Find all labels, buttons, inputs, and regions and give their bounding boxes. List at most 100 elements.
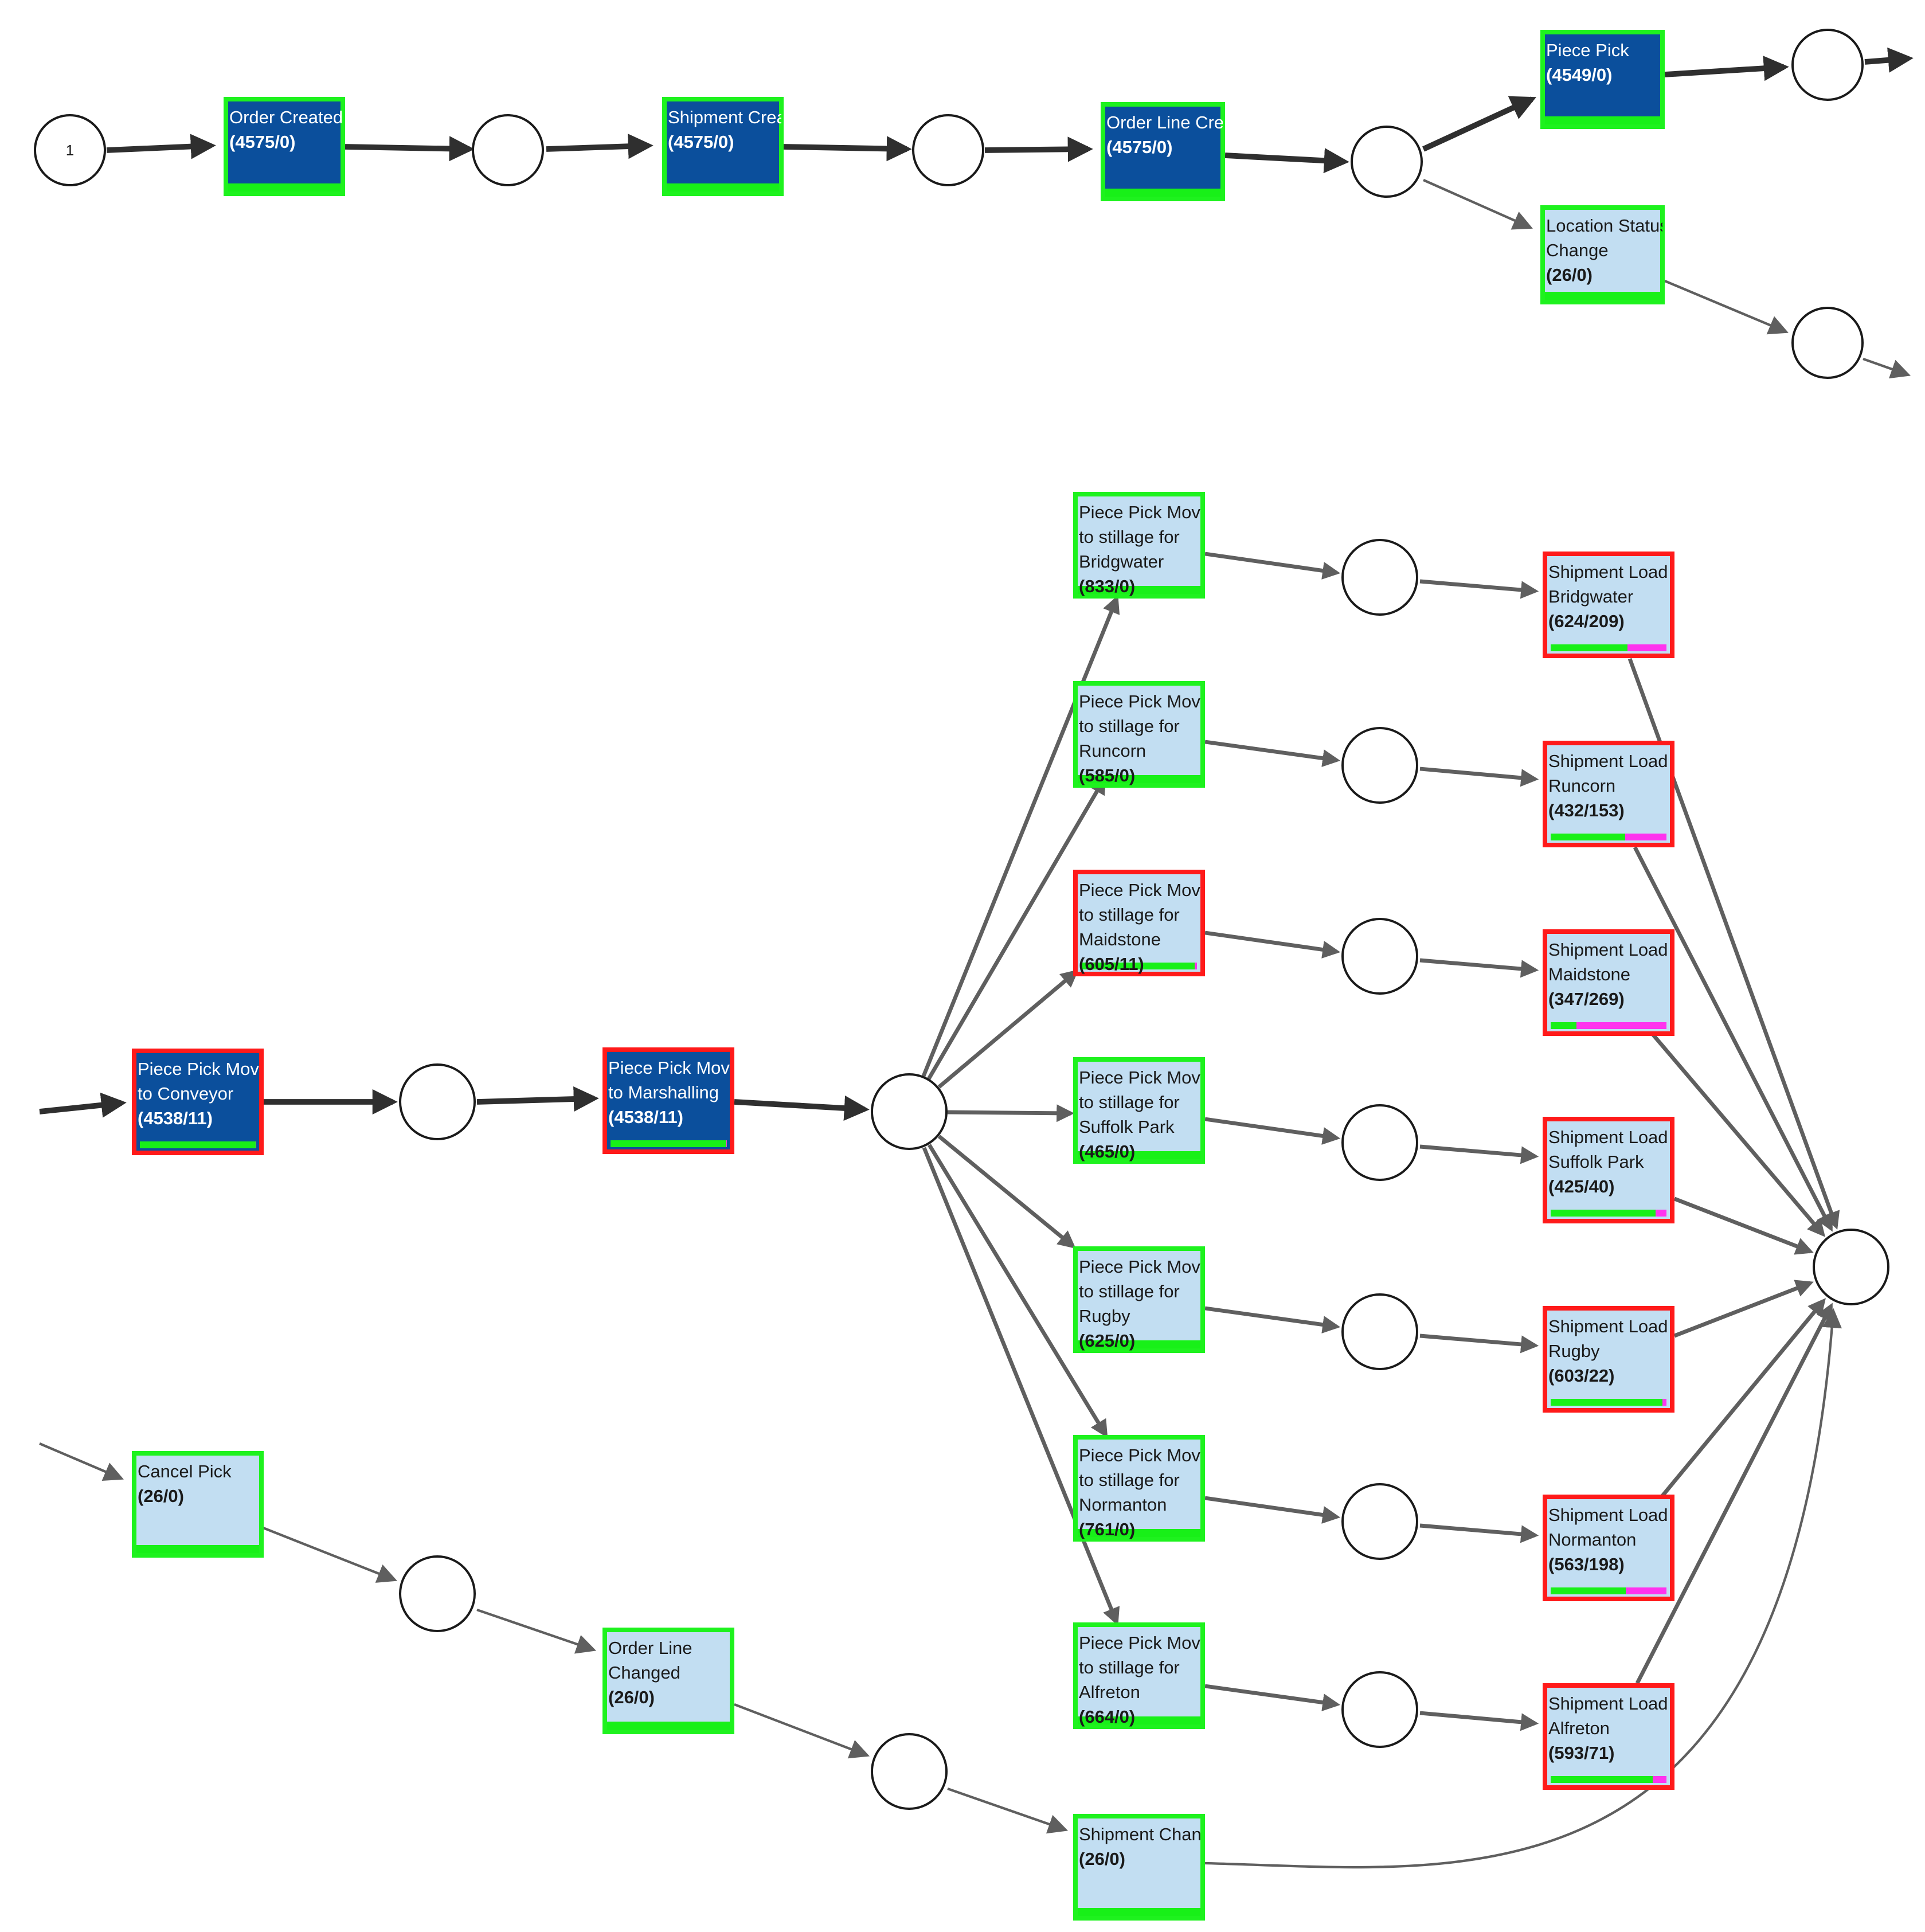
task-name: Piece Pick Mov to stillage for Suffolk P… <box>1079 1067 1200 1137</box>
task-count: (585/0) <box>1079 765 1136 785</box>
task-shipment-changed[interactable]: Shipment Chan(26/0) <box>1073 1814 1205 1921</box>
task-pp-rugby[interactable]: Piece Pick Mov to stillage for Rugby(625… <box>1073 1246 1205 1353</box>
task-pp-normanton[interactable]: Piece Pick Mov to stillage for Normanton… <box>1073 1435 1205 1542</box>
task-sl-runcorn[interactable]: Shipment Load Runcorn(432/153) <box>1543 741 1674 847</box>
arc <box>476 1086 599 1112</box>
task-label: Shipment Load Normanton(563/198) <box>1548 1503 1672 1577</box>
task-pp-runcorn[interactable]: Piece Pick Mov to stillage for Runcorn(5… <box>1073 681 1205 788</box>
task-name: Shipment Load Alfreton <box>1548 1694 1668 1738</box>
place-node[interactable] <box>1341 1104 1418 1181</box>
task-count: (26/0) <box>1546 265 1593 285</box>
task-order-line-created[interactable]: Order Line Crea(4575/0) <box>1101 102 1225 201</box>
arc <box>1204 1308 1842 1869</box>
task-name: Shipment Load Bridgwater <box>1548 562 1668 607</box>
task-ratio-bar <box>1081 963 1197 969</box>
arc <box>1419 1711 1539 1731</box>
arc <box>734 1095 870 1121</box>
place-node[interactable] <box>1791 307 1864 379</box>
task-pp-suffolk[interactable]: Piece Pick Mov to stillage for Suffolk P… <box>1073 1057 1205 1164</box>
task-order-created[interactable]: Order Created(4575/0) <box>224 97 345 196</box>
task-fill <box>1545 210 1660 300</box>
task-sl-suffolk[interactable]: Shipment Load Suffolk Park(425/40) <box>1543 1117 1674 1223</box>
arc <box>921 595 1120 1077</box>
place-node[interactable] <box>399 1555 476 1632</box>
arc <box>1204 1684 1341 1711</box>
place-node[interactable] <box>1791 29 1864 101</box>
task-status-strip <box>1078 1529 1200 1537</box>
task-fill <box>1547 1688 1670 1785</box>
task-label: Shipment Load Alfreton(593/71) <box>1548 1691 1672 1765</box>
task-pp-move-marshalling[interactable]: Piece Pick Mov to Marshalling(4538/11) <box>602 1047 734 1154</box>
task-count: (833/0) <box>1079 576 1136 596</box>
bar-ok-segment <box>1551 644 1628 651</box>
task-sl-alfreton[interactable]: Shipment Load Alfreton(593/71) <box>1543 1683 1674 1790</box>
place-node[interactable] <box>1341 1671 1418 1748</box>
task-count: (605/11) <box>1079 954 1144 974</box>
task-status-strip <box>136 1545 259 1553</box>
place-node[interactable] <box>912 114 984 186</box>
place-node[interactable] <box>1341 1483 1418 1560</box>
place-node[interactable] <box>871 1073 948 1150</box>
task-fill <box>1105 107 1220 197</box>
task-ratio-bar <box>1551 1776 1666 1783</box>
task-pp-bridgwater[interactable]: Piece Pick Mov to stillage for Bridgwate… <box>1073 492 1205 599</box>
task-pp-move-conveyor[interactable]: Piece Pick Mov to Conveyor(4538/11) <box>132 1049 264 1155</box>
task-status-strip <box>1078 586 1200 594</box>
task-pp-alfreton[interactable]: Piece Pick Mov to stillage for Alfreton(… <box>1073 1622 1205 1729</box>
bar-deviation-segment <box>1662 1399 1666 1406</box>
task-status-strip <box>1545 292 1660 300</box>
arc <box>783 136 912 162</box>
task-sl-bridgwater[interactable]: Shipment Load Bridgwater(624/209) <box>1543 552 1674 658</box>
place-node[interactable] <box>1341 1293 1418 1370</box>
task-fill <box>607 1632 730 1730</box>
arc <box>39 1092 127 1118</box>
task-name: Piece Pick Mov to Marshalling <box>608 1058 730 1102</box>
task-name: Shipment Crea <box>668 107 781 127</box>
place-node[interactable] <box>1341 918 1418 995</box>
place-node[interactable] <box>399 1063 476 1140</box>
bar-ok-segment <box>1551 1022 1577 1029</box>
place-node[interactable] <box>1341 539 1418 616</box>
place-node[interactable] <box>1351 126 1423 198</box>
task-ratio-bar <box>1551 644 1666 651</box>
place-node[interactable] <box>871 1733 948 1810</box>
task-fill <box>1078 1627 1200 1724</box>
task-status-strip <box>1105 189 1220 197</box>
place-node[interactable] <box>472 114 544 186</box>
end-place[interactable] <box>1813 1229 1889 1305</box>
task-sl-normanton[interactable]: Shipment Load Normanton(563/198) <box>1543 1495 1674 1601</box>
task-count: (425/40) <box>1548 1176 1615 1196</box>
task-label: Piece Pick(4549/0) <box>1546 38 1662 87</box>
task-name: Shipment Load Runcorn <box>1548 751 1668 796</box>
task-fill <box>1078 1251 1200 1348</box>
task-sl-maidstone[interactable]: Shipment Load Maidstone(347/269) <box>1543 929 1674 1036</box>
task-order-line-changed[interactable]: Order Line Changed(26/0) <box>602 1628 734 1734</box>
bar-ok-segment <box>1551 834 1626 840</box>
task-cancel-pick[interactable]: Cancel Pick(26/0) <box>132 1451 264 1558</box>
arc <box>1204 1117 1341 1145</box>
start-place[interactable]: 1 <box>34 114 106 186</box>
task-location-status-change[interactable]: Location Status Change(26/0) <box>1540 205 1665 304</box>
task-fill <box>1547 745 1670 843</box>
task-sl-rugby[interactable]: Shipment Load Rugby(603/22) <box>1543 1306 1674 1413</box>
task-label: Shipment Load Runcorn(432/153) <box>1548 749 1672 823</box>
task-status-strip <box>1545 116 1660 124</box>
task-count: (4575/0) <box>1106 137 1173 157</box>
arc <box>263 1527 397 1583</box>
arc <box>984 136 1093 162</box>
task-label: Shipment Load Rugby(603/22) <box>1548 1314 1672 1388</box>
arc <box>1864 47 1914 73</box>
bar-deviation-segment <box>1625 834 1666 840</box>
place-node[interactable] <box>1341 727 1418 804</box>
arc <box>345 136 475 162</box>
task-name: Order Line Changed <box>608 1638 692 1683</box>
task-count: (347/269) <box>1548 989 1625 1009</box>
bar-ok-segment <box>140 1141 256 1148</box>
task-piece-pick[interactable]: Piece Pick(4549/0) <box>1540 30 1665 129</box>
task-fill <box>1078 1062 1200 1159</box>
task-fill <box>136 1053 259 1151</box>
task-count: (4549/0) <box>1546 65 1613 85</box>
task-fill <box>667 101 779 191</box>
task-shipment-created[interactable]: Shipment Crea(4575/0) <box>662 97 784 196</box>
task-pp-maidstone[interactable]: Piece Pick Mov to stillage for Maidstone… <box>1073 870 1205 976</box>
